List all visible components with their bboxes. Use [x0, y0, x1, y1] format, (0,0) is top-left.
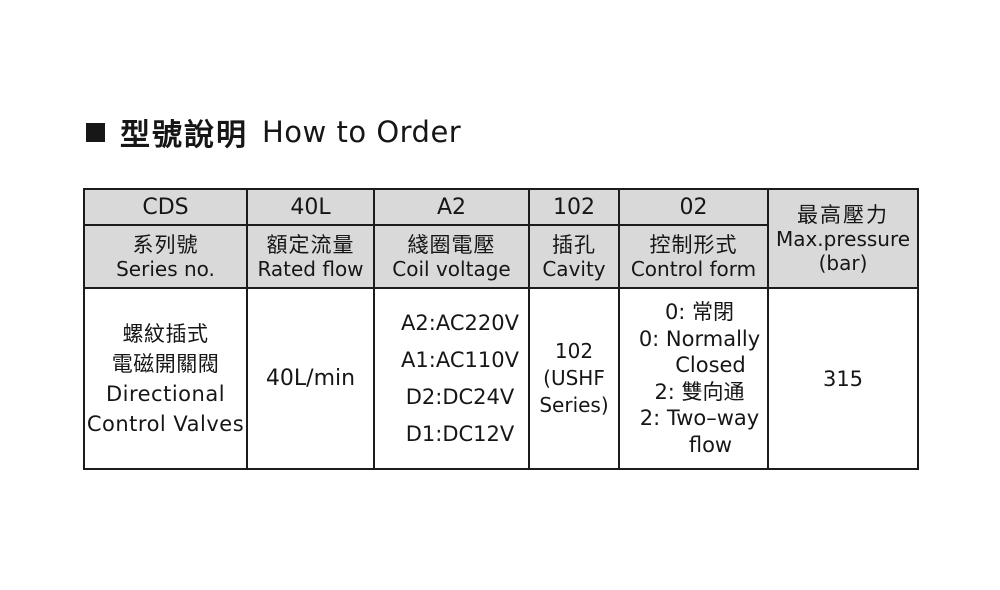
how-to-order-table: CDS 40L A2 102 02 最高壓力 Max.pressure (bar…	[83, 188, 919, 470]
control-option-1-en-cont: Closed	[675, 353, 746, 377]
voltage-option-2: A1:AC110V	[401, 347, 519, 372]
control-option-1-zh: 0: 常閉	[664, 300, 735, 324]
control-option-2-en: 2: Two–way	[639, 406, 760, 430]
code-cell-voltage: A2	[373, 188, 530, 226]
label-cell-series: 系列號 Series no.	[83, 224, 248, 289]
page-title: 型號說明 How to Order	[86, 110, 461, 154]
code-cell-series: CDS	[83, 188, 248, 226]
series-line-2: 電磁開關閥	[111, 351, 220, 376]
table-code-row: CDS 40L A2 102 02 最高壓力 Max.pressure (bar…	[83, 188, 919, 289]
max-pressure-unit: (bar)	[818, 251, 868, 276]
label-cell-control: 控制形式 Control form	[618, 224, 769, 289]
control-label-en: Control form	[630, 257, 757, 282]
code-cell-control: 02	[618, 188, 769, 226]
page-title-zh: 型號說明	[120, 118, 248, 153]
control-option-1-en: 0: Normally	[638, 326, 761, 351]
body-cell-coil-voltage: A2:AC220V A1:AC110V D2:DC24V D1:DC12V	[373, 287, 530, 470]
flow-label-zh: 額定流量	[266, 232, 355, 257]
max-pressure-label-zh: 最高壓力	[797, 202, 889, 227]
table-body-row: 螺紋插式 電磁開關閥 Directional Control Valves 40…	[83, 287, 919, 470]
control-option-2-zh: 2: 雙向通	[654, 379, 745, 404]
voltage-label-zh: 綫圈電壓	[407, 232, 496, 257]
flow-label-en: Rated flow	[257, 257, 364, 282]
table-label-row: 系列號 Series no. 額定流量 Rated flow 綫圈電壓 Coil…	[83, 224, 918, 289]
series-line-3: Directional	[105, 381, 226, 406]
label-cell-voltage: 綫圈電壓 Coil voltage	[373, 224, 530, 289]
page-title-en: How to Order	[262, 115, 462, 149]
body-cell-rated-flow: 40L/min	[246, 287, 375, 470]
control-label-zh: 控制形式	[649, 232, 738, 257]
code-cell-cavity: 102	[528, 188, 620, 226]
body-cell-control-form: 0: 常閉 0: Normally Closed 2: 雙向通 2: Two–w…	[618, 287, 769, 470]
code-cell-flow: 40L	[246, 188, 375, 226]
series-line-1: 螺紋插式	[122, 321, 209, 346]
label-cell-cavity: 插孔 Cavity	[528, 224, 620, 289]
cavity-line-3: Series)	[539, 393, 609, 417]
max-pressure-label-en: Max.pressure	[775, 227, 911, 252]
series-label-en: Series no.	[116, 257, 215, 282]
voltage-option-1: A2:AC220V	[401, 310, 519, 335]
header-cell-max-pressure: 最高壓力 Max.pressure (bar)	[767, 188, 919, 289]
body-cell-cavity: 102 (USHF Series)	[528, 287, 620, 470]
series-label-zh: 系列號	[132, 232, 199, 257]
voltage-option-4: D1:DC12V	[405, 421, 515, 446]
cavity-line-2: (USHF	[543, 366, 605, 390]
cavity-line-1: 102	[554, 339, 594, 363]
voltage-option-3: D2:DC24V	[405, 384, 515, 409]
cavity-label-zh: 插孔	[552, 232, 596, 257]
body-cell-series: 螺紋插式 電磁開關閥 Directional Control Valves	[83, 287, 248, 470]
label-cell-flow: 額定流量 Rated flow	[246, 224, 375, 289]
cavity-label-en: Cavity	[542, 257, 606, 282]
title-bullet-square-icon	[86, 122, 105, 142]
control-option-2-en-cont: flow	[688, 432, 733, 457]
voltage-label-en: Coil voltage	[392, 257, 511, 282]
series-line-4: Control Valves	[86, 411, 245, 436]
body-cell-max-pressure: 315	[767, 287, 919, 470]
